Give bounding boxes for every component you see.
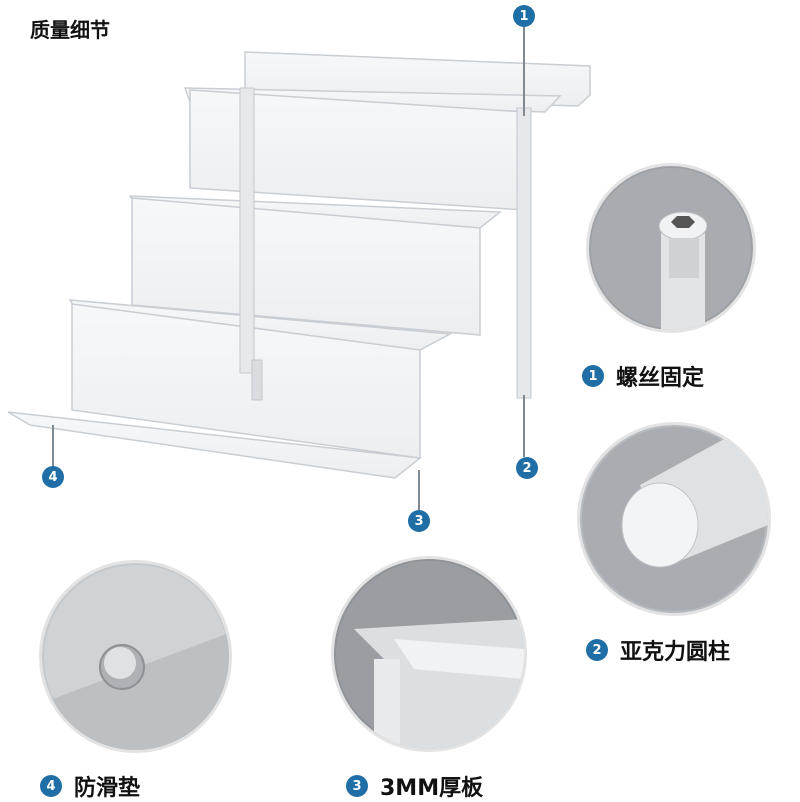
acrylic-rod-closeup-image (577, 422, 771, 616)
caption-board: 3 3MM厚板 (346, 770, 483, 802)
leader-line-1 (523, 26, 525, 116)
leader-line-2 (523, 395, 525, 457)
leader-line-3 (418, 470, 420, 510)
marker-1: 1 (513, 5, 535, 27)
caption-board-text: 3MM厚板 (380, 776, 484, 801)
caption-pad-text: 防滑垫 (74, 776, 141, 801)
caption-screw: 1 螺丝固定 (582, 360, 704, 392)
board-edge-closeup-image (331, 556, 527, 752)
caption-pad: 4 防滑垫 (40, 770, 140, 802)
leader-line-4 (52, 425, 54, 467)
caption-rod: 2 亚克力圆柱 (586, 634, 730, 666)
caption-marker-4: 4 (40, 775, 62, 797)
screw-closeup-image (586, 163, 756, 333)
caption-marker-2: 2 (586, 639, 608, 661)
marker-3: 3 (408, 510, 430, 532)
marker-2: 2 (516, 457, 538, 479)
caption-marker-3: 3 (346, 775, 368, 797)
page-title: 质量细节 (30, 18, 110, 42)
caption-rod-text: 亚克力圆柱 (620, 640, 731, 665)
anti-slip-pad-closeup-image (39, 560, 232, 753)
caption-screw-text: 螺丝固定 (616, 366, 705, 391)
caption-marker-1: 1 (582, 365, 604, 387)
marker-4: 4 (42, 466, 64, 488)
